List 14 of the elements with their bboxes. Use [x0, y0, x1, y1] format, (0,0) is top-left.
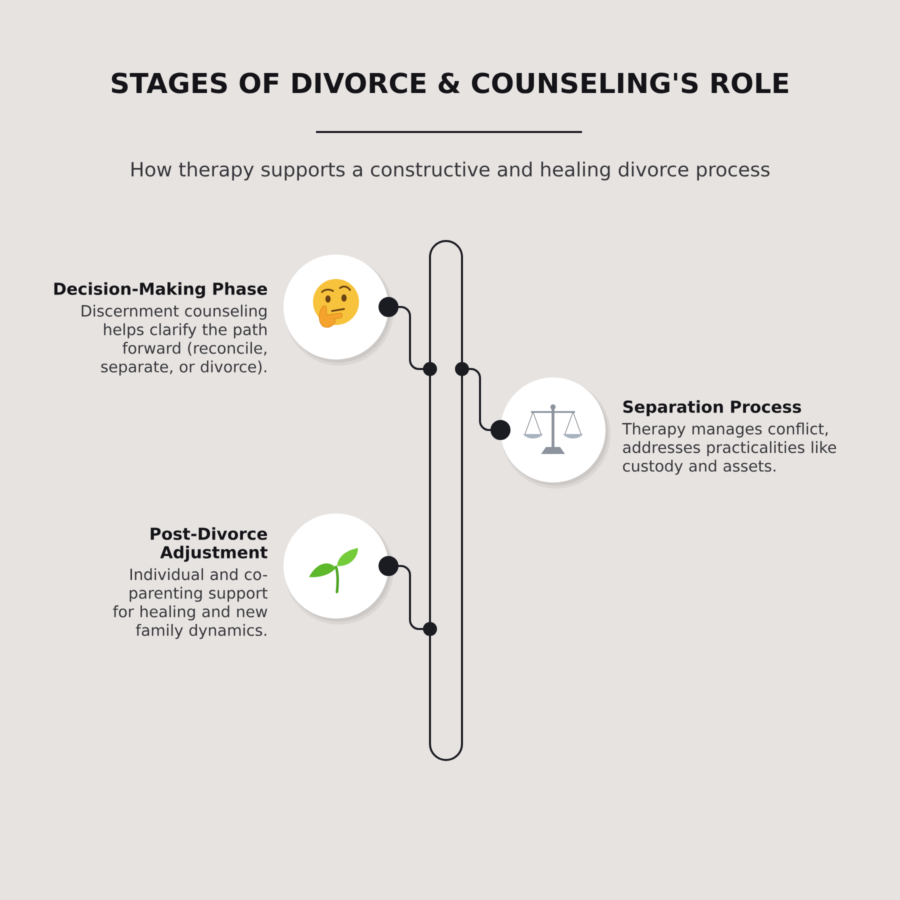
stage-heading: Decision-Making Phase — [54, 282, 268, 298]
title: STAGES OF DIVORCE & COUNSELING'S ROLE — [112, 72, 788, 94]
connector — [378, 297, 437, 376]
connector — [455, 362, 510, 440]
stage-description: Individual and co-parenting support for healing and new family dynamics. — [113, 568, 268, 639]
stage-description: Therapy manages conflict, addresses practicalities like custody and assets. — [622, 422, 836, 475]
stage-circle — [284, 514, 394, 624]
stage-circle — [500, 378, 610, 488]
timeline-track — [429, 240, 463, 761]
stage-heading: Separation Process — [623, 400, 801, 416]
stage-heading: Post-Divorce Adjustment — [150, 527, 268, 562]
stage-description: Discernment counseling helps clarify the path forward (reconcile, separate, or divorce). — [82, 304, 266, 376]
connector — [378, 556, 437, 636]
subtitle: How therapy supports a constructive and healing divorce process — [132, 162, 770, 180]
